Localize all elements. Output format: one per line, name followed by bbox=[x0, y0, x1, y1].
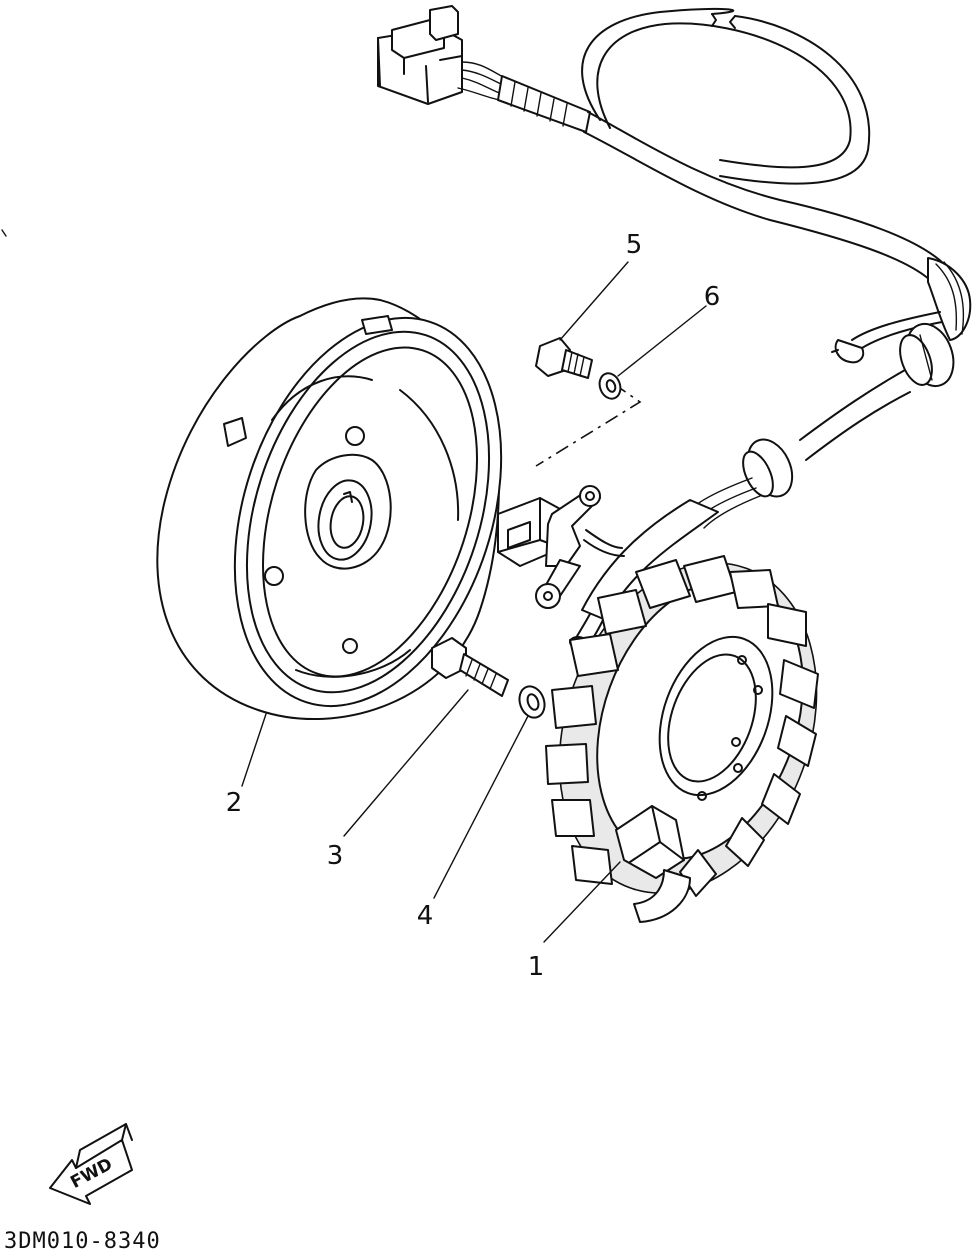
pickup-bolt bbox=[535, 337, 593, 379]
stator-assembly bbox=[545, 555, 819, 923]
leader-line-3 bbox=[343, 689, 469, 837]
leader-line-5 bbox=[559, 261, 629, 341]
callout-6: 6 bbox=[704, 282, 721, 312]
callout-4: 4 bbox=[417, 901, 434, 931]
leader-line-2 bbox=[241, 713, 267, 787]
leader-line-6 bbox=[617, 305, 707, 377]
callout-1: 1 bbox=[528, 952, 545, 982]
callout-5: 5 bbox=[626, 230, 643, 260]
pickup-coil bbox=[497, 485, 625, 609]
wire-harness bbox=[377, 5, 972, 651]
leader-line-4 bbox=[433, 715, 529, 899]
pickup-washer bbox=[598, 372, 622, 400]
harness-connector bbox=[377, 5, 463, 105]
callout-labels: 2 3 4 1 5 6 bbox=[226, 230, 721, 982]
fwd-arrow-icon: FWD bbox=[49, 1123, 133, 1205]
stator-washer bbox=[518, 685, 546, 719]
stator-bolt bbox=[431, 637, 509, 697]
callout-3: 3 bbox=[327, 841, 344, 871]
stator-teeth bbox=[545, 555, 819, 897]
cable-grommet bbox=[899, 323, 955, 387]
leader-line-1 bbox=[543, 861, 621, 943]
callout-2: 2 bbox=[226, 788, 243, 818]
drawing-code: 3DM010-8340 bbox=[4, 1229, 161, 1250]
leader-lines bbox=[241, 261, 707, 943]
cable-grommet bbox=[742, 438, 794, 498]
rotor-flywheel bbox=[156, 297, 503, 721]
